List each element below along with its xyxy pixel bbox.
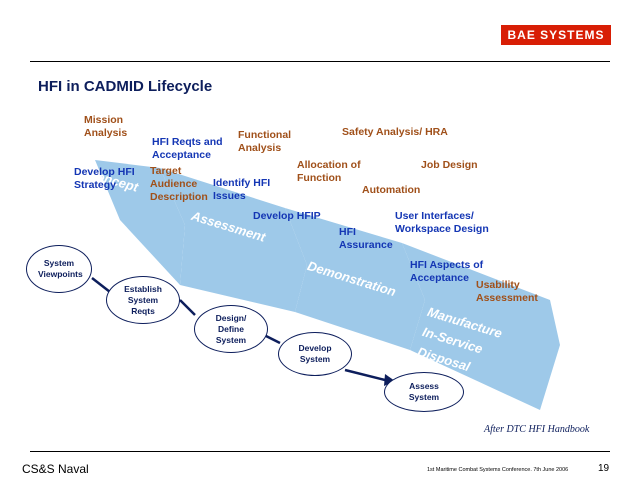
footer-conference: 1st Maritime Combat Systems Conference. … — [427, 467, 569, 473]
activity-functional-analysis: Functional Analysis — [238, 129, 292, 154]
page-title: HFI in CADMID Lifecycle — [38, 78, 213, 95]
header-divider — [30, 61, 610, 62]
footer-organization: CS&S Naval — [22, 462, 89, 476]
step-system-viewpoints: System Viewpoints — [26, 245, 92, 293]
activity-develop-hfip: Develop HFIP — [253, 210, 321, 222]
activity-job-design: Job Design — [421, 159, 478, 171]
activity-allocation-of-function: Allocation of Function — [297, 159, 361, 184]
activity-mission-analysis: Mission Analysis — [84, 114, 128, 139]
activity-hfi-aspects-of-acceptance: HFI Aspects of Acceptance — [410, 259, 484, 284]
page-number: 19 — [598, 463, 610, 474]
activity-identify-hfi-issues: Identify HFI Issues — [213, 177, 271, 202]
activity-usability-assessment: Usability Assessment — [476, 279, 538, 304]
flow-arrow — [179, 299, 196, 316]
assessment-phase-band — [160, 168, 307, 312]
flow-arrow — [344, 368, 386, 382]
demonstration-phase-band — [285, 208, 425, 350]
manufacture-phase-band — [402, 243, 560, 410]
step-design-define-system: Design/ Define System — [194, 305, 268, 353]
concept-phase-band — [95, 160, 185, 285]
footer-divider — [30, 451, 610, 452]
step-develop-system: Develop System — [278, 332, 352, 376]
flow-arrow — [91, 277, 111, 293]
source-credit: After DTC HFI Handbook — [484, 424, 590, 435]
activity-user-interfaces: User Interfaces/ Workspace Design — [395, 210, 489, 235]
bae-systems-logo: BAE SYSTEMS — [501, 25, 611, 45]
activity-safety-analysis: Safety Analysis/ HRA — [342, 126, 448, 138]
activity-automation: Automation — [362, 184, 421, 196]
activity-hfi-reqts: HFI Reqts and Acceptance — [152, 136, 223, 161]
activity-hfi-assurance: HFI Assurance — [339, 226, 393, 251]
step-establish-system-reqts: Establish System Reqts — [106, 276, 180, 324]
activity-develop-hfi-strategy: Develop HFI Strategy — [74, 166, 135, 191]
step-assess-system: Assess System — [384, 372, 464, 412]
activity-target-audience: Target Audience Description — [150, 165, 208, 203]
